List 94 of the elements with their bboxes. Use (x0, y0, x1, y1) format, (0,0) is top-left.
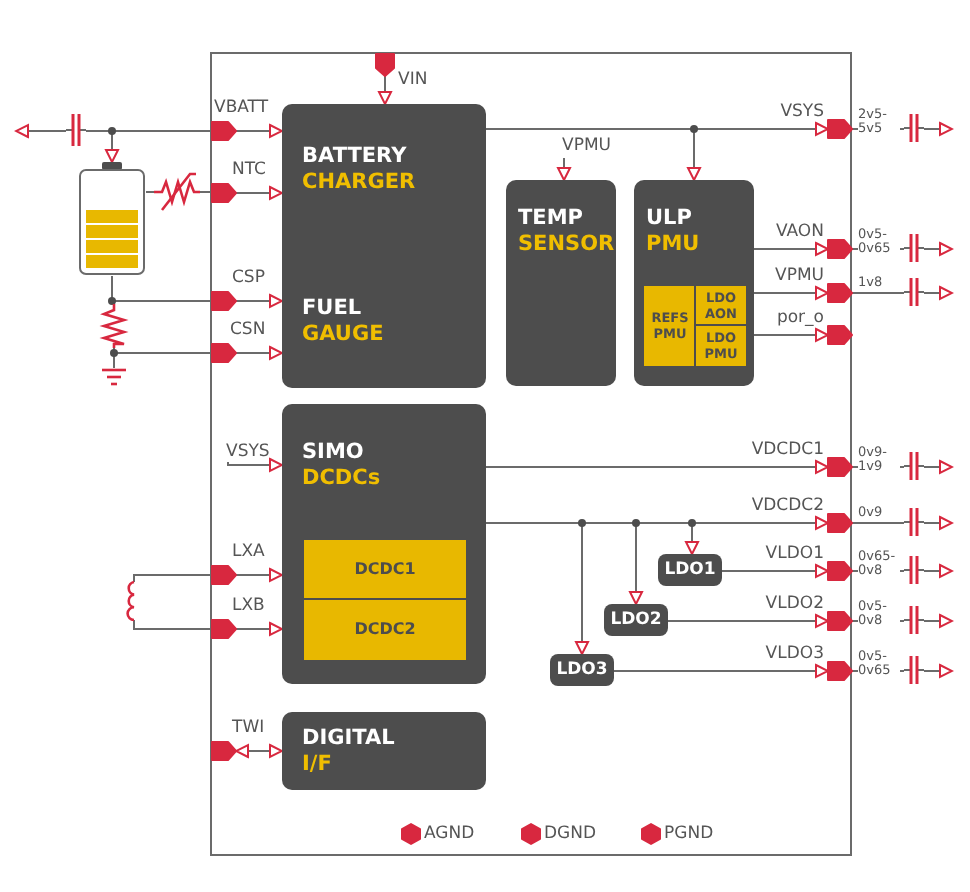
sub-block: DCDC1 (304, 540, 466, 600)
arrow (227, 458, 283, 472)
function-block (282, 404, 486, 684)
arrow (753, 328, 829, 342)
pin-label: TWI (232, 718, 265, 738)
regulator-block: LDO2 (604, 604, 668, 636)
regulator-block: LDO1 (658, 554, 722, 586)
arrow (235, 346, 283, 360)
pin-label: CSN (230, 320, 266, 340)
capacitor-symbol (904, 278, 924, 306)
block-title: DIGITAL (302, 726, 395, 752)
pin-label: VAON (776, 222, 824, 242)
arrow (923, 516, 953, 530)
pin-label: NTC (232, 160, 266, 180)
arrow (235, 124, 283, 138)
arrow (235, 186, 283, 200)
pin-label: VLDO1 (765, 544, 824, 564)
pin-label: VPMU (775, 266, 824, 286)
pin-label: VBATT (214, 98, 269, 118)
capacitor-symbol (904, 452, 924, 480)
block-title: SENSOR (518, 232, 615, 258)
capacitor-symbol (904, 508, 924, 536)
block-title: SIMO (302, 440, 364, 466)
signal-label: VPMU (562, 136, 618, 158)
block-title: TEMP (518, 206, 583, 232)
wire (113, 347, 213, 354)
arrow (378, 75, 392, 105)
wire (851, 522, 905, 524)
arrow (721, 564, 829, 578)
ground-symbol (96, 368, 132, 388)
wire (133, 619, 213, 630)
arrow (235, 744, 283, 758)
block-title: PMU (646, 232, 700, 258)
function-block (282, 712, 486, 790)
arrow (15, 124, 67, 138)
arrow (923, 242, 953, 256)
capacitor-symbol (904, 656, 924, 684)
arrow (923, 122, 953, 136)
pin-label: PGND (664, 824, 714, 844)
arrow (923, 286, 953, 300)
pin-label: LXA (232, 542, 265, 562)
pin-label: LXB (232, 596, 265, 616)
arrow (753, 286, 829, 300)
wire (851, 292, 905, 294)
arrow (235, 294, 283, 308)
regulator-block: LDO3 (550, 654, 614, 686)
pin-label: CSP (232, 268, 265, 288)
signal-label: VSYS (226, 442, 282, 462)
arrow (235, 568, 283, 582)
arrow (485, 128, 701, 181)
capacitor-symbol (904, 556, 924, 584)
arrow (923, 664, 953, 678)
block-title: GAUGE (302, 322, 384, 348)
arrow (235, 622, 283, 636)
sub-block: DCDC2 (304, 600, 466, 660)
arrow (613, 664, 829, 678)
wire (113, 347, 115, 369)
block-title: ULP (646, 206, 692, 232)
pin-label: VLDO2 (765, 594, 824, 614)
pin-label: VLDO3 (765, 644, 824, 664)
arrow (557, 157, 571, 181)
thermistor-symbol (154, 170, 200, 214)
arrow (485, 460, 829, 474)
function-block (282, 104, 486, 388)
function-block (634, 180, 754, 386)
block-title: FUEL (302, 296, 362, 322)
pin-label: VSYS (780, 102, 824, 122)
arrow (923, 564, 953, 578)
arrow (923, 460, 953, 474)
block-title: I/F (302, 752, 332, 778)
block-title: DCDCs (302, 466, 381, 492)
capacitor-symbol (904, 234, 924, 262)
wire (145, 191, 155, 193)
arrow (105, 130, 213, 163)
pin-label: VDCDC1 (751, 440, 824, 460)
capacitor-symbol (904, 114, 924, 142)
chip-outline (212, 54, 850, 854)
capacitor-symbol (66, 114, 86, 146)
pin-label: DGND (544, 824, 597, 844)
pin-label: AGND (424, 824, 475, 844)
block-title: CHARGER (302, 170, 416, 196)
pin-label: por_o (776, 308, 824, 328)
wire (133, 574, 213, 583)
arrow (753, 242, 829, 256)
pin-label: VDCDC2 (751, 496, 824, 516)
resistor-symbol (100, 304, 128, 348)
pin-label: VIN (398, 70, 428, 90)
arrow (923, 614, 953, 628)
battery-drawing (78, 162, 146, 276)
arrow (667, 614, 829, 628)
block-title: BATTERY (302, 144, 407, 170)
arrow (485, 522, 589, 655)
capacitor-symbol (904, 606, 924, 634)
function-block (506, 180, 616, 386)
